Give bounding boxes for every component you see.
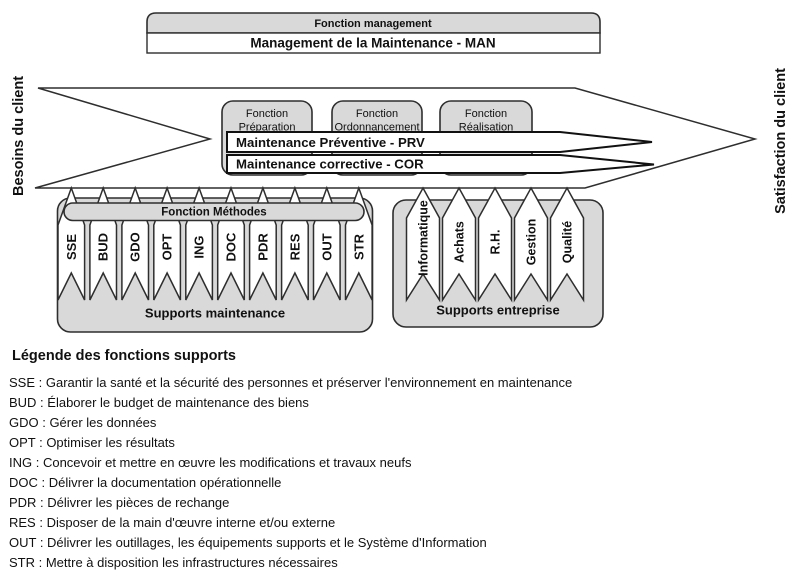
fonction-methodes-label: Fonction Méthodes [161,207,266,219]
enterprise-arrow-rh [477,186,513,303]
legend-item-res: RES : Disposer de la main d'œuvre intern… [9,515,336,530]
enterprise-arrow-informatique [405,186,441,303]
legend-items: SSE : Garantir la santé et la sécurité d… [9,373,572,573]
method-arrow-label-doc: DOC [224,232,239,262]
function-realisation-line2: Réalisation [459,122,513,134]
method-arrow-label-bud: BUD [96,233,111,261]
fonction-methodes-bar [63,202,365,222]
method-arrow-label-gdo: GDO [128,232,143,262]
enterprise-arrow-label-rh: R.H. [489,230,503,255]
management-title-label: Management de la Maintenance - MAN [250,36,495,51]
prv-bar [226,131,653,153]
besoins-client-label: Besoins du client [11,76,27,196]
method-arrow-label-ing: ING [192,235,207,258]
function-realisation-line1: Fonction [465,108,507,120]
enterprise-arrow-label-gestion: Gestion [525,219,539,266]
legend-item-doc: DOC : Délivrer la documentation opératio… [9,475,282,490]
function-ordonnancement-line2: Ordonnancement [335,122,420,134]
management-header-box [146,12,601,34]
method-arrow-label-opt: OPT [160,234,175,261]
legend-item-bud: BUD : Élaborer le budget de maintenance … [9,395,309,410]
enterprise-arrow-gestion [513,186,549,303]
supports-maintenance-caption: Supports maintenance [145,306,285,321]
supports-entreprise-caption: Supports entreprise [436,303,560,318]
legend-item-gdo: GDO : Gérer les données [9,415,157,430]
enterprise-arrow-label-informatique: Informatique [417,200,431,276]
legend-item-opt: OPT : Optimiser les résultats [9,435,175,450]
enterprise-arrow-label-achats: Achats [453,221,467,263]
diagram-canvas: Fonction management Management de la Mai… [11,12,789,333]
enterprise-arrow-achats [441,186,477,303]
management-title-box [146,32,601,54]
cor-bar-label: Maintenance corrective - COR [236,157,424,172]
method-arrow-label-pdr: PDR [255,233,270,261]
legend: Légende des fonctions supports SSE : Gar… [9,348,792,570]
method-arrow-label-res: RES [287,233,302,260]
prv-bar-label: Maintenance Préventive - PRV [236,135,425,150]
method-arrow-label-str: STR [351,233,366,260]
legend-item-ing: ING : Concevoir et mettre en œuvre les m… [9,455,412,470]
function-preparation-line2: Préparation [239,122,296,134]
legend-title: Légende des fonctions supports [12,348,236,364]
legend-item-str: STR : Mettre à disposition les infrastru… [9,555,338,570]
method-arrow-label-out: OUT [319,233,334,261]
function-ordonnancement-line1: Fonction [356,108,398,120]
legend-item-sse: SSE : Garantir la santé et la sécurité d… [9,375,573,390]
method-arrow-label-sse: SSE [64,234,79,260]
enterprise-arrow-label-qualite: Qualité [561,221,575,263]
enterprise-arrow-qualite [549,186,585,303]
legend-item-out: OUT : Délivrer les outillages, les équip… [9,535,487,550]
satisfaction-client-label: Satisfaction du client [773,68,789,214]
cor-bar [226,154,655,174]
function-preparation-line1: Fonction [246,108,288,120]
legend-item-pdr: PDR : Délivrer les pièces de rechange [9,495,230,510]
management-header-label: Fonction management [314,18,432,30]
